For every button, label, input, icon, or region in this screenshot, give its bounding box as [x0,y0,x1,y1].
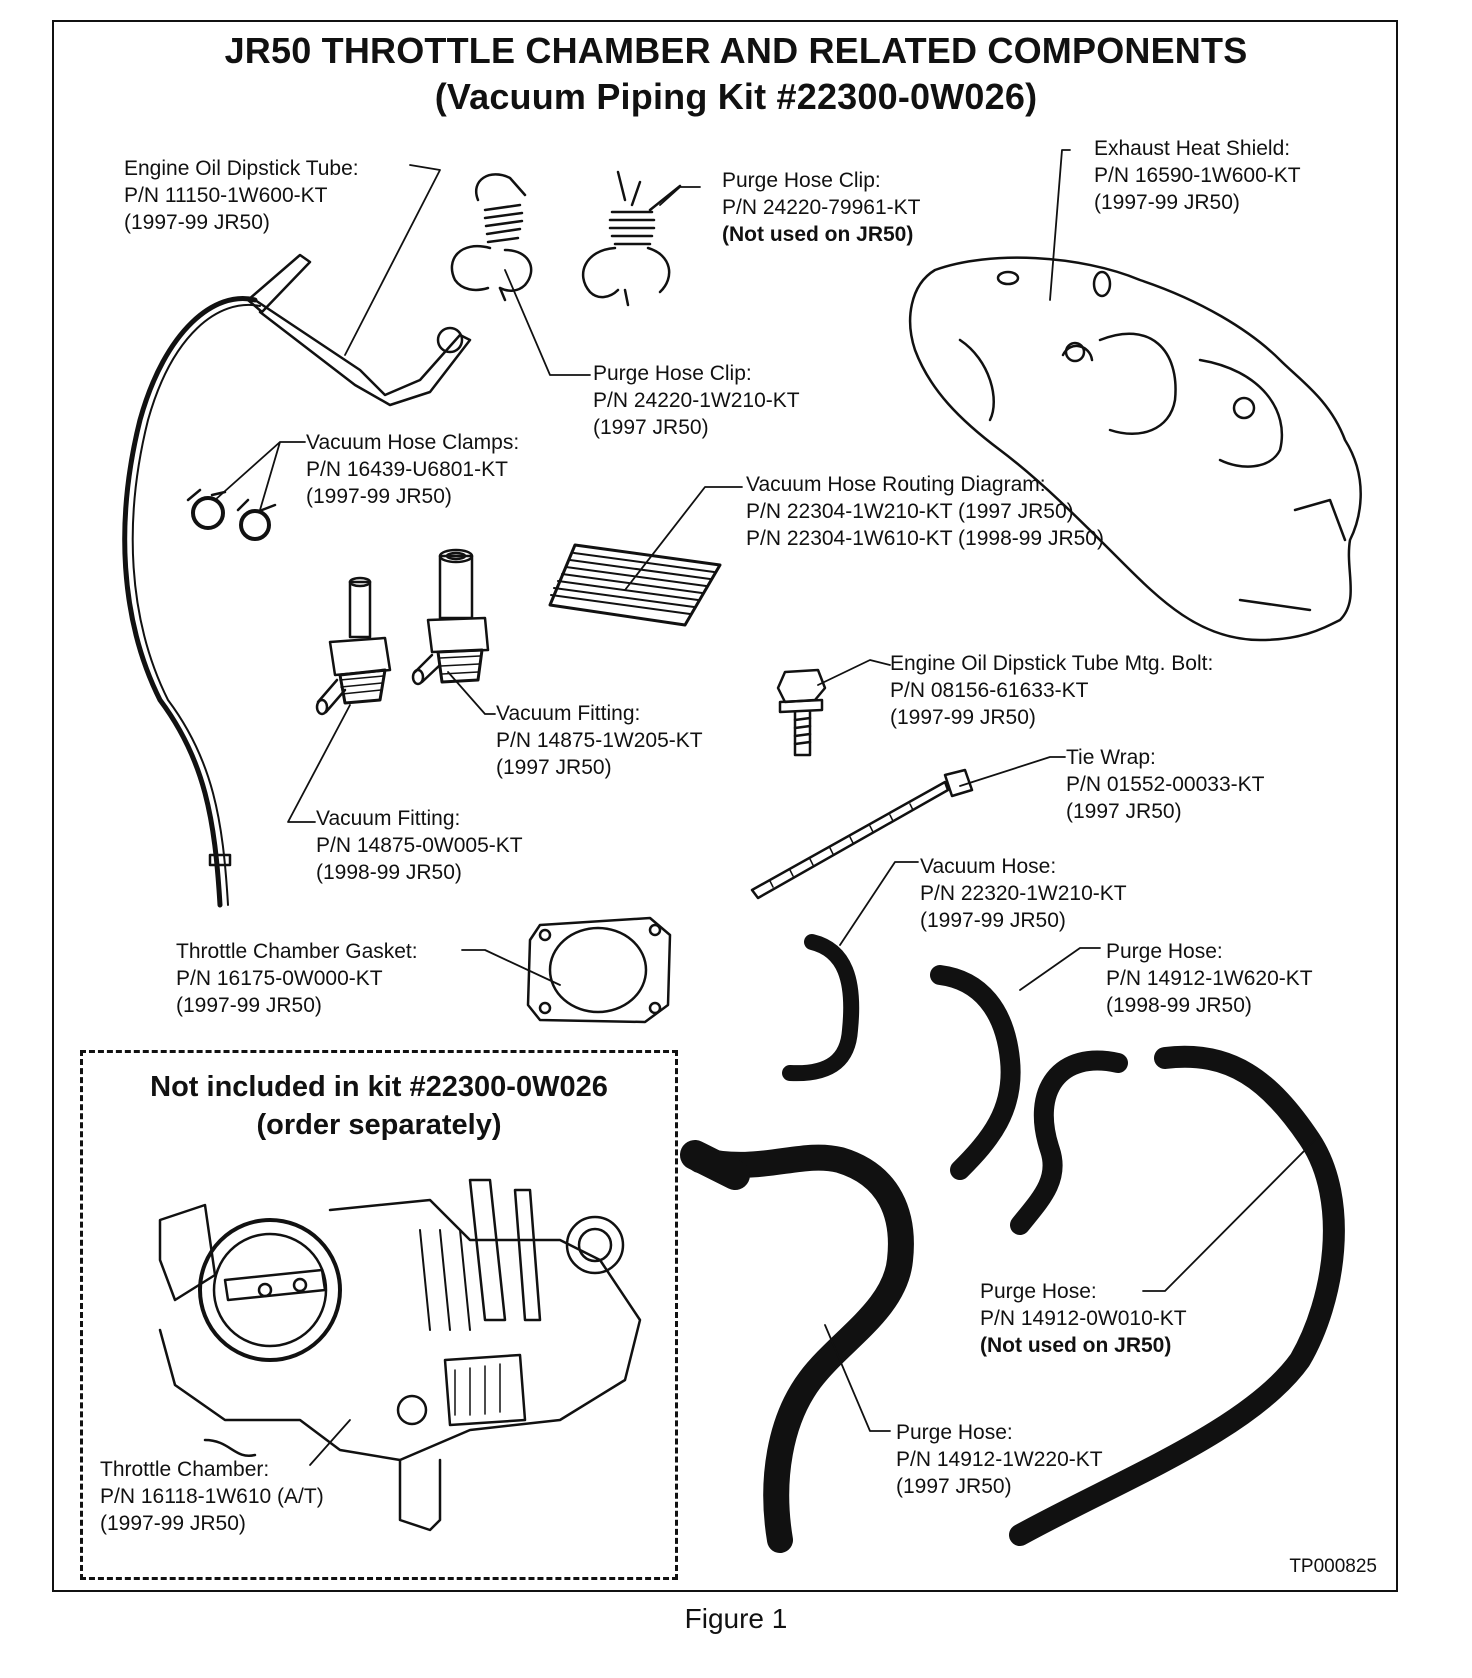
routing-diagram-drawing [548,543,722,627]
hose-clamps-drawing [186,488,277,541]
callout-routing-diagram: Vacuum Hose Routing Diagram: P/N 22304-1… [746,473,1104,550]
drawing-code: TP000825 [1289,1556,1377,1577]
figure-caption: Figure 1 [684,1603,788,1634]
purge-clip-79961-drawing [581,170,682,307]
callout-purge-hose-1w220: Purge Hose: P/N 14912-1W220-KT (1997 JR5… [896,1421,1103,1498]
heat-shield-drawing [908,256,1362,642]
callout-throttle-chamber: Throttle Chamber: P/N 16118-1W610 (A/T) … [100,1458,324,1535]
callout-hose-clamps: Vacuum Hose Clamps: P/N 16439-U6801-KT (… [306,431,520,508]
diagram-subtitle: (Vacuum Piping Kit #22300-0W026) [434,76,1038,117]
diagram-title: JR50 THROTTLE CHAMBER AND RELATED COMPON… [224,30,1248,71]
callout-purge-hose-0w010: Purge Hose: P/N 14912-0W010-KT (Not used… [980,1280,1187,1357]
callout-purge-clip-79961: Purge Hose Clip: P/N 24220-79961-KT (Not… [722,169,921,246]
dipstick-bolt-drawing [776,668,827,757]
not-included-title: Not included in kit #22300-0W026 [150,1071,608,1103]
purge-clip-1w210-drawing [450,173,533,302]
callout-purge-clip-1w210: Purge Hose Clip: P/N 24220-1W210-KT (199… [593,362,800,439]
gasket-drawing [526,916,672,1024]
callout-dipstick-tube: Engine Oil Dipstick Tube: P/N 11150-1W60… [124,157,359,234]
callout-vacuum-hose: Vacuum Hose: P/N 22320-1W210-KT (1997-99… [920,855,1127,932]
throttle-chamber-drawing [158,1178,642,1532]
diagram-frame [52,20,1398,1592]
hoses-drawing [680,934,1345,1553]
leader-lines [214,149,1316,1466]
callout-gasket: Throttle Chamber Gasket: P/N 16175-0W000… [176,940,418,1017]
dipstick-tube-drawing [122,253,472,908]
fitting-0w005-drawing [315,576,392,716]
tie-wrap-drawing [750,768,974,900]
callout-dipstick-bolt: Engine Oil Dipstick Tube Mtg. Bolt: P/N … [890,652,1214,729]
fitting-1w205-drawing [411,548,490,686]
not-included-subtitle: (order separately) [256,1109,502,1141]
callout-fitting-1w205: Vacuum Fitting: P/N 14875-1W205-KT (1997… [496,702,703,779]
callout-fitting-0w005: Vacuum Fitting: P/N 14875-0W005-KT (1998… [316,807,523,884]
callout-tie-wrap: Tie Wrap: P/N 01552-00033-KT (1997 JR50) [1066,746,1265,823]
callout-heat-shield: Exhaust Heat Shield: P/N 16590-1W600-KT … [1094,137,1301,214]
callout-purge-hose-1w620: Purge Hose: P/N 14912-1W620-KT (1998-99 … [1106,940,1313,1017]
not-included-box: Not included in kit #22300-0W026 (order … [80,1050,678,1580]
